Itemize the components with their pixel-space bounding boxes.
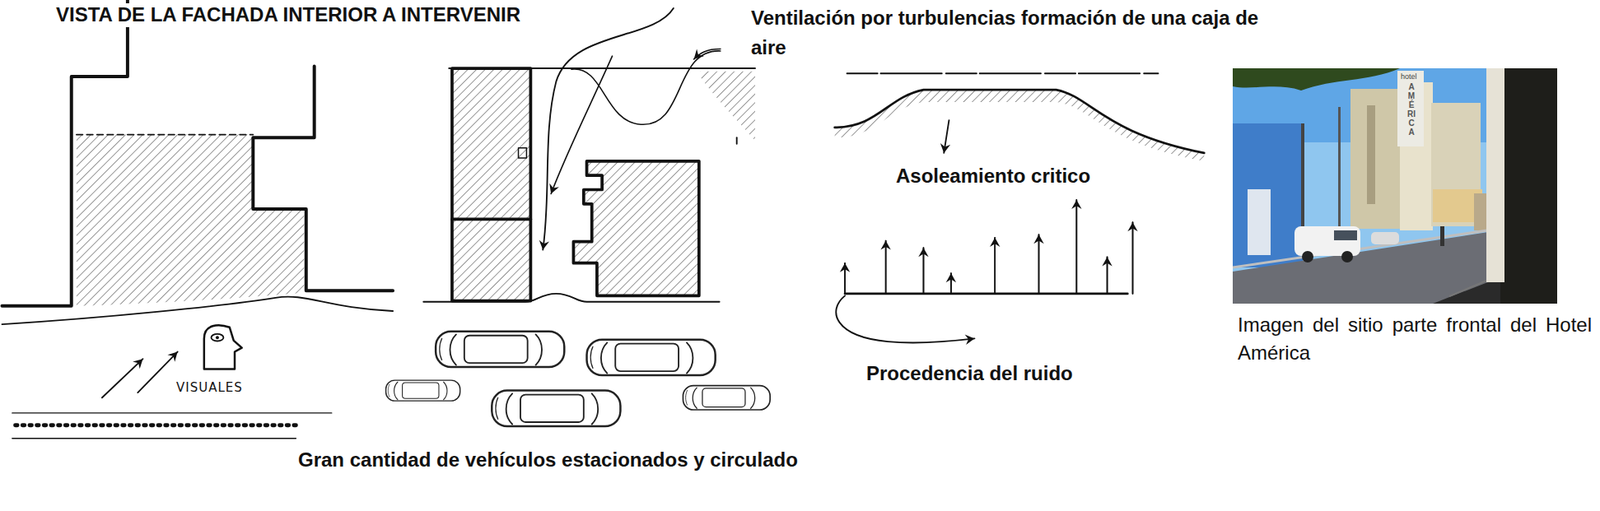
climate-sketch-part: [835, 295, 975, 343]
facade-sketch-part: [215, 335, 220, 340]
site-plan-sketch-part: [736, 137, 738, 144]
facade-sketch-part: [76, 134, 253, 136]
climate-sketch-part-part: [923, 247, 925, 294]
climate-sketch-part: [844, 293, 1128, 296]
site-photo-part-part: [1371, 232, 1400, 245]
facade-sketch-part: [102, 359, 144, 398]
panel-heading: Procedencia del ruido: [866, 362, 1073, 387]
site-photo-part: [1232, 68, 1558, 304]
site-photo-part-part: [1397, 70, 1424, 147]
sheet-caption: Gran cantidad de vehículos estacionados …: [298, 448, 798, 473]
site-plan-sketch-part: [518, 148, 528, 159]
facade-sketch-part: [1, 297, 393, 325]
facade-sketch-part: [137, 352, 178, 394]
site-plan-sketch-part: [542, 8, 674, 251]
site-plan-sketch-part: [452, 218, 531, 222]
climate-sketch-part-part: [885, 240, 887, 294]
site-plan-sketch-part: [452, 68, 531, 302]
climate-sketch-part: [834, 89, 1205, 154]
facade-sketch-part: [211, 334, 224, 342]
facade-sketch-part: [76, 135, 304, 307]
climate-sketch-part: [943, 120, 949, 154]
climate-sketch: [834, 73, 1205, 343]
panel-heading: Asoleamiento critico: [895, 164, 1091, 189]
facade-sketch: [1, 0, 393, 439]
car-icons-part: [491, 391, 621, 427]
site-plan-sketch-part: [573, 161, 699, 297]
site-plan-sketch-part: [699, 71, 756, 141]
site-photo-part-part: [1500, 68, 1558, 304]
site-plan-sketch-part: [694, 48, 721, 59]
facade-sketch-part: [12, 413, 332, 439]
site-photo-part-part: [1334, 230, 1358, 241]
site-photo-part-part: [1366, 105, 1376, 205]
climate-sketch-part: [844, 200, 1133, 294]
facade-sketch-part: [252, 66, 393, 292]
climate-sketch-part-part: [1106, 256, 1109, 294]
climate-sketch-part-part: [1038, 234, 1041, 294]
site-photo-part-part: [1341, 251, 1353, 263]
sketch-note: VISUALES: [176, 380, 243, 396]
car-icons-part: [587, 340, 716, 376]
site-photo-part-part: [1232, 123, 1303, 268]
facade-sketch-part: [204, 325, 243, 369]
car-icons: [386, 331, 771, 427]
site-photo-part-part: [1247, 189, 1271, 256]
site-photo-part-part: [1232, 228, 1499, 268]
car-icons-part: [386, 380, 461, 402]
panel-heading: Ventilación por turbulencias formación d…: [751, 3, 1287, 63]
photo-caption: Imagen del sitio parte frontal del Hotel…: [1237, 311, 1592, 367]
site-photo-part-part: [1294, 226, 1361, 257]
sketch-sheet-part: [1, 0, 1204, 439]
climate-sketch-part: [844, 200, 1133, 294]
climate-sketch-part-part: [1076, 200, 1078, 294]
sign-text: hotel: [1400, 72, 1418, 82]
site-photo: [1232, 68, 1558, 304]
climate-sketch-part-part: [844, 263, 846, 294]
car-icons-part: [682, 386, 770, 411]
panel-heading: VISTA DE LA FACHADA INTERIOR A INTERVENI…: [55, 3, 521, 28]
site-photo-part-part: [1232, 68, 1558, 304]
climate-sketch-part-part: [993, 237, 996, 294]
site-plan-sketch-part: [550, 55, 612, 194]
climate-sketch-part: [847, 72, 1159, 75]
site-photo-part-part: [1338, 107, 1341, 239]
car-icons-part: [435, 331, 565, 368]
site-photo-part-part: [1232, 68, 1400, 91]
climate-sketch-part: [834, 89, 1205, 162]
sign-text: AMÉRICA: [1407, 82, 1416, 137]
site-photo-part-part: [1301, 251, 1314, 263]
site-photo-part-part: [1486, 68, 1505, 283]
climate-sketch-part-part: [950, 273, 952, 294]
site-photo-part-part: [1440, 226, 1445, 247]
climate-sketch-part-part: [1132, 222, 1134, 294]
facade-sketch-part: [1, 0, 127, 307]
site-plan-sketch: [423, 8, 756, 303]
site-plan-sketch-part: [571, 51, 721, 125]
site-plan-sketch-part: [423, 293, 719, 303]
facade-sketch-part: [15, 423, 297, 428]
